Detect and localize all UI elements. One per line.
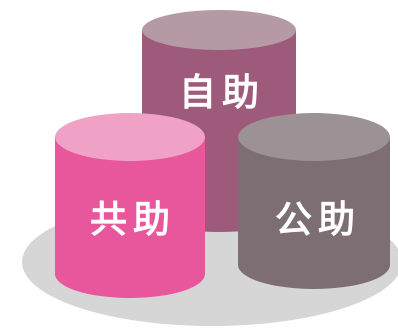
cylinder-kojo-body bbox=[238, 137, 390, 289]
cylinder-kyojo-label: 共助 bbox=[90, 198, 176, 241]
cylinder-kyojo-body bbox=[55, 137, 205, 298]
cylinder-jijo-label: 自助 bbox=[179, 71, 265, 114]
cylinder-kojo: 公助 bbox=[238, 113, 390, 289]
cylinder-jijo-top bbox=[142, 10, 296, 50]
cylinder-kojo-label: 公助 bbox=[275, 198, 361, 241]
cylinder-kyojo: 共助 bbox=[55, 113, 205, 298]
cylinder-kojo-top bbox=[238, 113, 390, 161]
cylinder-kyojo-top bbox=[55, 113, 205, 161]
